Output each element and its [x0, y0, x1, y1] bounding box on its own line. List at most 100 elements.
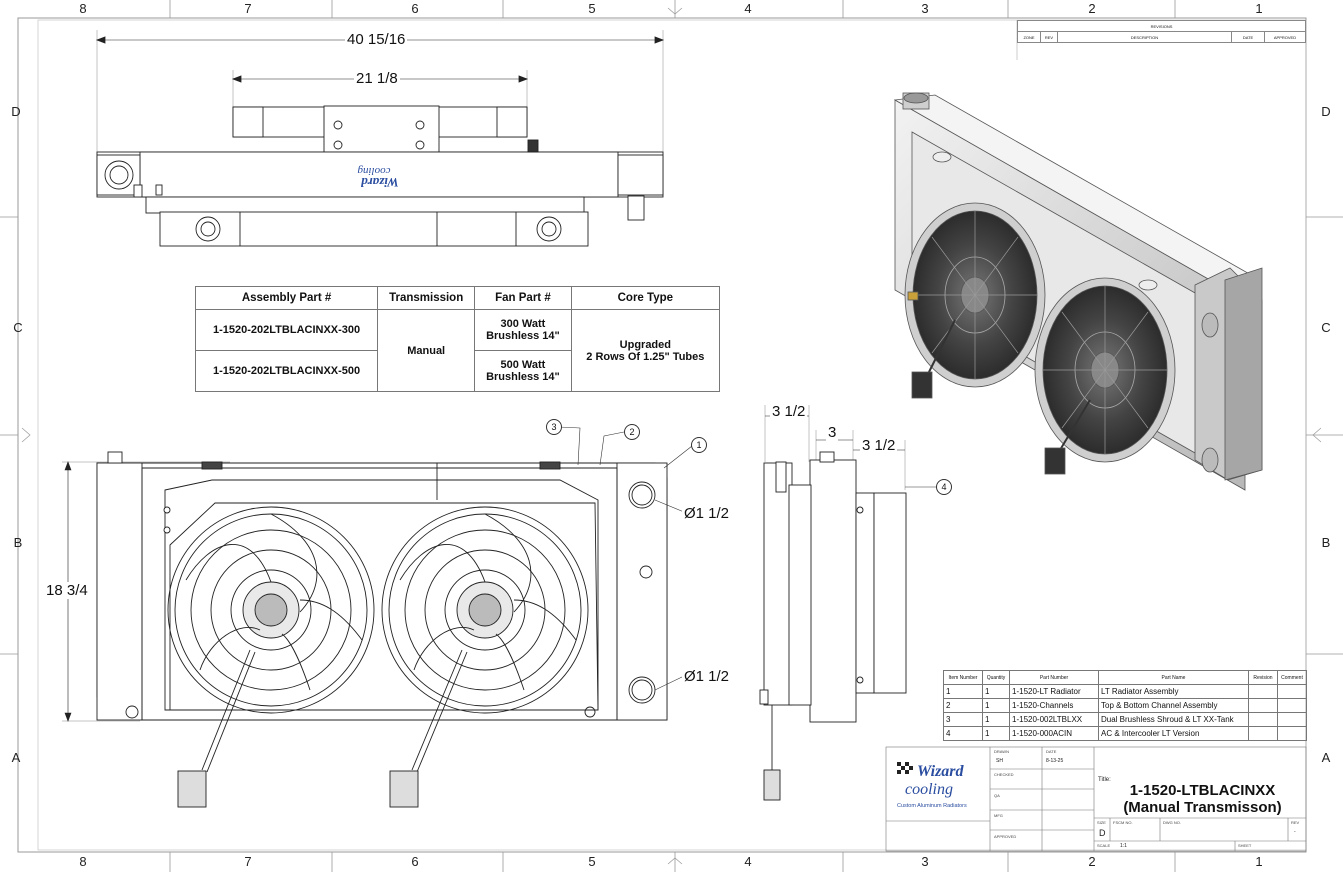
zone-bottom-7: 7 — [244, 854, 252, 869]
svg-text:cooling: cooling — [357, 165, 390, 177]
assembly-part-2: 1-1520-202LTBLACINXX-500 — [194, 350, 379, 392]
bom-qty: 1 — [982, 712, 1010, 727]
mfg-label: MFG — [994, 813, 1003, 818]
bom-name: LT Radiator Assembly — [1098, 684, 1249, 699]
checked-label: CHECKED — [994, 772, 1014, 777]
qa-label: QA — [994, 793, 1000, 798]
bom-header-revision: Revision — [1248, 670, 1278, 685]
revisions-title: REVISIONS — [1017, 20, 1306, 32]
zone-bottom-8: 8 — [79, 854, 87, 869]
zone-left-a: A — [11, 750, 21, 765]
table-row: 4 1 1-1520-000ACIN AC & Intercooler LT V… — [943, 726, 1307, 741]
date-value: 8-13-25 — [1046, 758, 1064, 764]
front-view-radiator — [96, 451, 668, 721]
zone-left-b: B — [13, 535, 23, 550]
bom-part: 1-1520-Channels — [1009, 698, 1099, 713]
balloon-4: 4 — [936, 479, 952, 495]
assembly-table: Assembly Part # Transmission Fan Part # … — [194, 286, 721, 392]
header-core-type: Core Type — [570, 286, 721, 310]
fan-2-watt: 500 Watt — [500, 359, 546, 371]
iso-view-radiator — [893, 92, 1263, 491]
balloon-3: 3 — [546, 419, 562, 435]
bom-table: Item Number Quantity Part Number Part Na… — [943, 670, 1307, 741]
fan-2-size: Brushless 14" — [486, 371, 560, 383]
bom-name: Dual Brushless Shroud & LT XX-Tank — [1098, 712, 1249, 727]
wizard-cooling-logo: Wizard cooling Custom Aluminum Radiators — [893, 758, 987, 810]
top-view-radiator — [96, 105, 664, 247]
drawing-title: 1-1520-LTBLACINXX (Manual Transmisson) — [1100, 782, 1305, 816]
rev-label: REV — [1291, 820, 1300, 825]
zone-top-7: 7 — [244, 1, 252, 16]
table-row: 2 1 1-1520-Channels Top & Bottom Channel… — [943, 698, 1307, 713]
zone-bottom-5: 5 — [588, 854, 596, 869]
drawn-value: SH — [996, 758, 1003, 764]
assembly-part-1: 1-1520-202LTBLACINXX-300 — [194, 309, 379, 351]
svg-text:cooling: cooling — [905, 781, 953, 798]
header-fan-part: Fan Part # — [474, 286, 572, 310]
bom-header-qty: Quantity — [982, 670, 1010, 685]
front-fan-right — [381, 506, 589, 808]
bom-header-name: Part Name — [1098, 670, 1249, 685]
zone-left-c: C — [13, 320, 23, 335]
bom-header-item: Item Number — [943, 670, 983, 685]
dim-overall-width: 40 15/16 — [345, 31, 408, 48]
bom-qty: 1 — [982, 684, 1010, 699]
size-label: SIZE — [1097, 820, 1106, 825]
zone-top-8: 8 — [79, 1, 87, 16]
bom-name: Top & Bottom Channel Assembly — [1098, 698, 1249, 713]
bom-item: 3 — [943, 712, 983, 727]
header-assembly-part: Assembly Part # — [194, 286, 379, 310]
rev-header-rev: REV — [1040, 31, 1058, 43]
zone-top-4: 4 — [744, 1, 752, 16]
zone-right-a: A — [1321, 750, 1331, 765]
table-row: 1 1 1-1520-LT Radiator LT Radiator Assem… — [943, 684, 1307, 699]
bom-name: AC & Intercooler LT Version — [1098, 726, 1249, 741]
svg-text:Custom Aluminum Radiators: Custom Aluminum Radiators — [897, 803, 967, 809]
zone-top-1: 1 — [1255, 1, 1263, 16]
bom-header-part: Part Number — [1009, 670, 1099, 685]
scale-value: 1:1 — [1120, 843, 1127, 849]
side-view-radiator — [759, 451, 907, 801]
zone-right-b: B — [1321, 535, 1331, 550]
bom-qty: 1 — [982, 698, 1010, 713]
sheet-label: SHEET — [1238, 843, 1252, 848]
scale-label: SCALE — [1097, 843, 1111, 848]
dim-intercooler-width: 21 1/8 — [354, 70, 400, 87]
balloon-1: 1 — [691, 437, 707, 453]
checkered-flag-icon: Wizard cooling Custom Aluminum Radiators — [897, 762, 967, 809]
zone-top-5: 5 — [588, 1, 596, 16]
rev-header-date: DATE — [1231, 31, 1265, 43]
dim-port-lower: Ø1 1/2 — [682, 668, 732, 685]
svg-text:Wizard: Wizard — [917, 763, 965, 780]
assembly-table-header: Assembly Part # Transmission Fan Part # … — [194, 286, 721, 310]
bom-qty: 1 — [982, 726, 1010, 741]
rev-header-zone: ZONE — [1017, 31, 1041, 43]
zone-bottom-4: 4 — [744, 854, 752, 869]
revisions-table: REVISIONS ZONE REV DESCRIPTION DATE APPR… — [1017, 20, 1306, 43]
top-view-logo: Wizard cooling — [357, 165, 399, 190]
dim-side-depth-2: 3 — [826, 424, 839, 441]
core-line-1: Upgraded — [619, 338, 671, 351]
front-fan-left — [167, 506, 375, 808]
table-row: 1-1520-202LTBLACINXX-300 Manual 300 Watt… — [194, 309, 721, 392]
dim-port-upper: Ø1 1/2 — [682, 505, 732, 522]
dim-side-depth-3: 3 1/2 — [860, 437, 898, 454]
balloon-2: 2 — [624, 424, 640, 440]
drawn-label: DRAWN — [994, 749, 1009, 754]
bom-item: 4 — [943, 726, 983, 741]
date-label: DATE — [1046, 749, 1057, 754]
rev-header-description: DESCRIPTION — [1057, 31, 1232, 43]
transmission-cell: Manual — [377, 309, 476, 392]
rev-header-approved: APPROVED — [1264, 31, 1306, 43]
title-line-2: (Manual Transmisson) — [1123, 799, 1282, 816]
fscm-label: FSCM NO. — [1113, 820, 1133, 825]
title-label: Title: — [1098, 777, 1111, 783]
dwg-label: DWG NO. — [1163, 820, 1181, 825]
bom-item: 1 — [943, 684, 983, 699]
zone-bottom-2: 2 — [1088, 854, 1096, 869]
dim-side-depth-1: 3 1/2 — [770, 403, 808, 420]
